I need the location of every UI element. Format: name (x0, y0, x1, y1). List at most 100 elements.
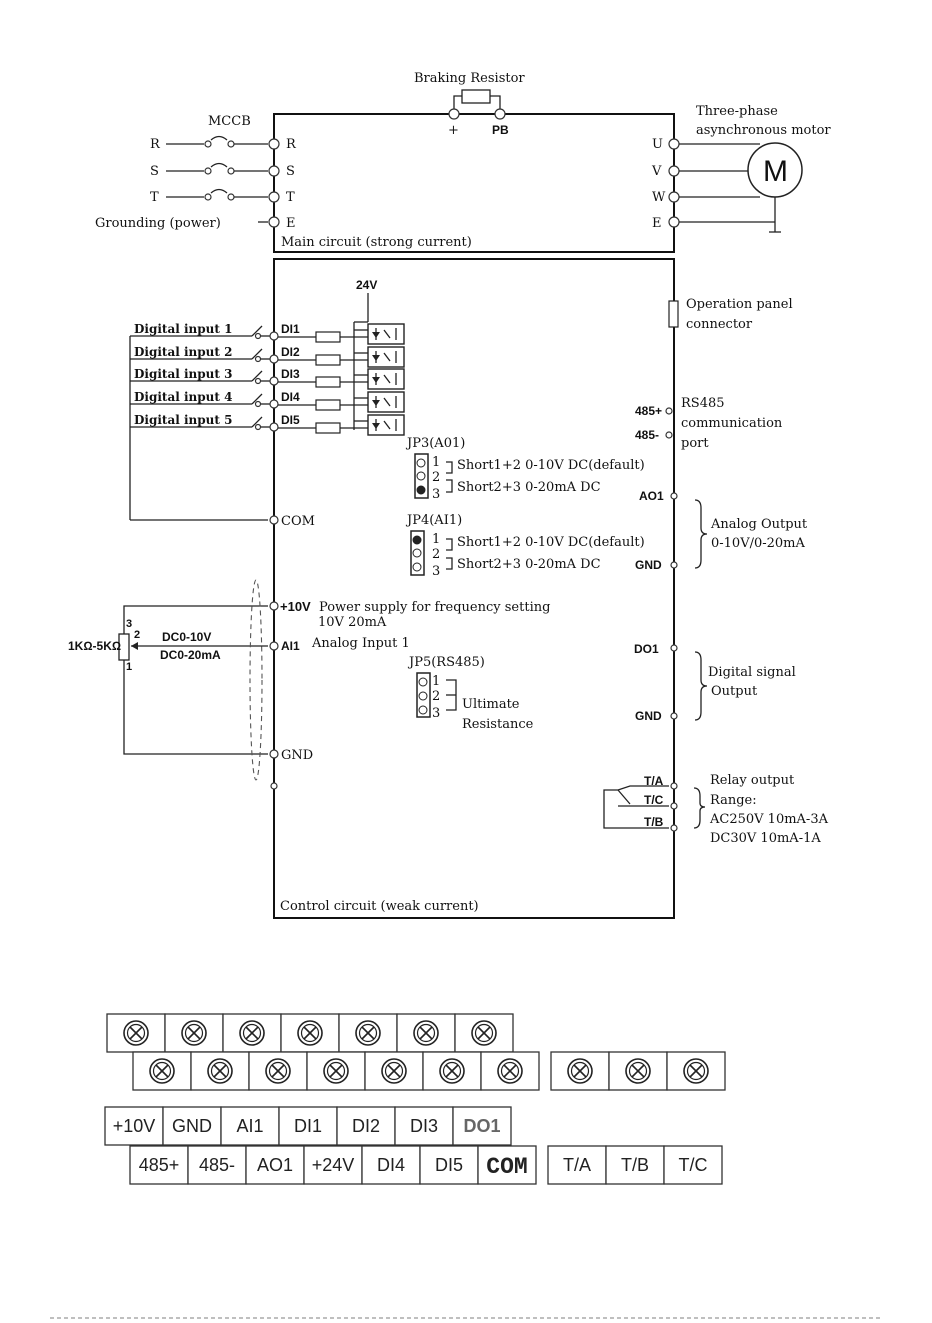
terminal-label-cell: +10V (104, 1106, 164, 1146)
terminal-label-cell: DI4 (361, 1145, 421, 1185)
terminal-label-cell: DI5 (419, 1145, 479, 1185)
gnd-left-label: GND (281, 748, 313, 763)
dc020ma-label: DC0-20mA (160, 648, 221, 662)
terminal-label: 485+ (139, 1155, 180, 1175)
jp4-jumper (410, 530, 453, 576)
terminal-u: U (652, 137, 663, 152)
jp4-num-3: 3 (432, 564, 440, 579)
jp5-line-1: Ultimate (462, 697, 520, 712)
terminal-e-left: E (286, 216, 296, 231)
mccb-switches (166, 135, 268, 223)
motor-wiring (679, 143, 781, 233)
digital-output-brace (694, 651, 708, 721)
jp4-num-2: 2 (432, 547, 440, 562)
com-label: COM (281, 514, 315, 529)
ao1-terminal (670, 492, 678, 500)
dc010v-label: DC0-10V (162, 630, 211, 644)
terminal-label: DI5 (435, 1155, 463, 1175)
input-s: S (150, 164, 159, 179)
screw-terminal-icon (422, 1051, 482, 1091)
relay-wiring (603, 782, 706, 832)
pot-pin-1: 1 (126, 661, 132, 673)
terminal-label: GND (172, 1116, 212, 1136)
terminal-s: S (286, 164, 295, 179)
terminal-label-cell: T/B (605, 1145, 665, 1185)
terminal-label-cell: COM (477, 1145, 537, 1185)
ta-label: T/A (644, 774, 664, 788)
tc-label: T/C (644, 793, 664, 807)
terminal-label-cell: T/C (663, 1145, 723, 1185)
screw-terminal-icon (190, 1051, 250, 1091)
grounding-label: Grounding (power) (95, 216, 221, 231)
digital-output-label-2: Output (711, 684, 758, 699)
digital-input-label: Digital input 5 (134, 413, 232, 427)
terminal-e-right: E (652, 216, 662, 231)
ao1-label: AO1 (639, 489, 664, 503)
screw-terminal-icon (454, 1013, 514, 1053)
digital-input-label: Digital input 3 (134, 367, 232, 381)
v24-label: 24V (356, 278, 377, 292)
terminal-label: AI1 (236, 1116, 263, 1136)
t485m-label: 485- (635, 428, 659, 442)
do1-label: DO1 (634, 642, 659, 656)
terminal-pb (494, 108, 506, 120)
terminal-label-cell: DI3 (394, 1106, 454, 1146)
terminal-v: V (651, 164, 662, 179)
input-r: R (150, 137, 161, 152)
terminal-label-cell: DI2 (336, 1106, 396, 1146)
control-circuit-box (273, 258, 675, 919)
mccb-label: MCCB (208, 114, 251, 129)
op-panel-label-1: Operation panel (686, 297, 793, 312)
br-wire-right (490, 95, 501, 110)
analog-output-brace (694, 499, 708, 569)
terminal-label-cell: 485- (187, 1145, 247, 1185)
t485p-terminal (665, 407, 673, 415)
ai1-desc: Analog Input 1 (311, 636, 410, 651)
digital-input-label: Digital input 1 (134, 322, 232, 336)
terminal-label-cell: AI1 (220, 1106, 280, 1146)
digital-input-label: Digital input 4 (134, 390, 232, 404)
p10v-terminal (269, 601, 279, 611)
screw-terminal-relay (550, 1051, 726, 1091)
digital-input-left-rail (129, 336, 268, 521)
screw-terminal-icon (248, 1051, 308, 1091)
di-terminal-label: DI2 (281, 345, 300, 359)
rs485-label-2: communication (681, 416, 783, 431)
jp5-num-2: 2 (432, 689, 440, 704)
jp3-num-3: 3 (432, 487, 440, 502)
terminal-label: DI2 (352, 1116, 380, 1136)
terminal-r: R (286, 137, 297, 152)
screw-terminal-icon (280, 1013, 340, 1053)
terminal-plus (448, 108, 460, 120)
relay-label-3: AC250V 10mA-3A (709, 812, 829, 827)
gnd-do-terminal (670, 712, 678, 720)
main-circuit-title: Main circuit (strong current) (281, 235, 472, 250)
operation-panel-connector (668, 300, 679, 328)
gnd-ao-terminal (670, 561, 678, 569)
terminal-label: +10V (113, 1116, 156, 1136)
br-wire-left (453, 95, 462, 110)
tb-label: T/B (644, 815, 664, 829)
screw-terminal-icon (338, 1013, 398, 1053)
di-terminal-label: DI4 (281, 390, 300, 404)
relay-label-2: Range: (710, 793, 757, 808)
jp4-line-1: Short1+2 0-10V DC(default) (457, 535, 645, 550)
motor-label-2: asynchronous motor (696, 123, 831, 138)
main-circuit-box (273, 113, 675, 253)
screw-terminal-icon (608, 1051, 668, 1091)
jp5-title: JP5(RS485) (407, 655, 485, 670)
terminal-label: DI4 (377, 1155, 405, 1175)
terminal-label-cell: GND (162, 1106, 222, 1146)
pot-pin-2: 2 (134, 629, 140, 641)
screw-terminal-row-2 (132, 1051, 540, 1091)
gnd-ao-label: GND (635, 558, 662, 572)
jp3-line-2: Short2+3 0-20mA DC (457, 480, 601, 495)
terminal-label: AO1 (257, 1155, 293, 1175)
op-panel-label-2: connector (686, 317, 753, 332)
digital-output-label-1: Digital signal (708, 665, 796, 680)
